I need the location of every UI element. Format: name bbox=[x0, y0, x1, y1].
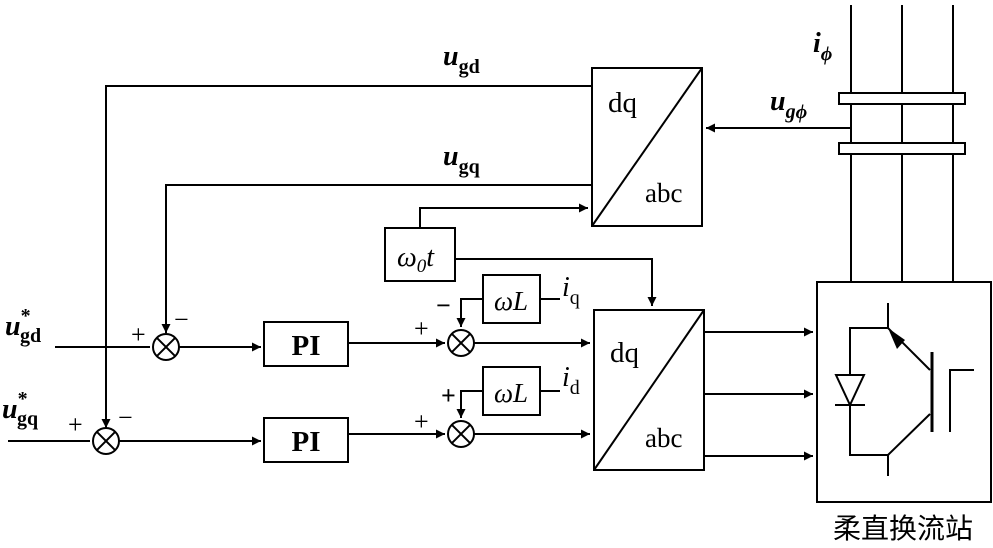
sensor-upper bbox=[838, 92, 966, 105]
label-u-gd-ref: u*gd bbox=[5, 305, 41, 347]
label-u-gq: ugq bbox=[443, 141, 480, 178]
converter-station-label: 柔直换流站 bbox=[833, 512, 973, 545]
label-i-d: id bbox=[562, 362, 580, 399]
label-u-g-phi: ugϕ bbox=[770, 86, 807, 123]
omega0t-label: ω0t bbox=[397, 242, 435, 277]
sum1-plus-sign: + bbox=[131, 320, 146, 349]
sum2-plus-sign: + bbox=[414, 314, 429, 343]
sum3-plus-sign: + bbox=[68, 410, 83, 439]
label-i-q: iq bbox=[562, 272, 580, 309]
converter-station-box bbox=[816, 281, 992, 503]
sensor-lower bbox=[838, 142, 966, 155]
sum4-plus-left-sign: + bbox=[414, 407, 429, 436]
wire-ugd-feedback bbox=[101, 85, 592, 428]
pi-block-q bbox=[263, 417, 349, 463]
sum3-minus-sign: − bbox=[118, 403, 133, 432]
igbt-arrow-icon bbox=[888, 328, 905, 349]
label-u-gq-ref: u*gq bbox=[2, 388, 38, 430]
transform-block-top bbox=[591, 67, 703, 227]
sum2-minus-sign: − bbox=[436, 291, 451, 320]
igbt-diode-symbol bbox=[834, 303, 974, 476]
transform-block-bottom bbox=[593, 309, 705, 471]
transform-bottom-dq: dq bbox=[610, 337, 639, 369]
sum4-plus-top-sign: + bbox=[441, 381, 456, 410]
label-u-gd: ugd bbox=[443, 41, 480, 78]
wire-omega-to-bottom bbox=[455, 258, 657, 306]
wire-ugq-feedback bbox=[161, 184, 592, 333]
pi-label-q: PI bbox=[292, 426, 321, 458]
transform-bottom-abc: abc bbox=[645, 423, 682, 453]
transform-top-dq: dq bbox=[608, 87, 637, 119]
pi-label-d: PI bbox=[292, 330, 321, 362]
wire-omegaL-q-out bbox=[456, 298, 483, 327]
sum1-minus-sign: − bbox=[174, 305, 189, 334]
wire-omegaL-d-out bbox=[456, 390, 483, 418]
omegaL-label-q: ωL bbox=[494, 286, 528, 316]
label-i-phi: iϕ bbox=[813, 28, 832, 65]
wire-omega-to-top bbox=[419, 203, 588, 228]
omegaL-label-d: ωL bbox=[494, 378, 528, 408]
transform-top-abc: abc bbox=[645, 178, 682, 208]
